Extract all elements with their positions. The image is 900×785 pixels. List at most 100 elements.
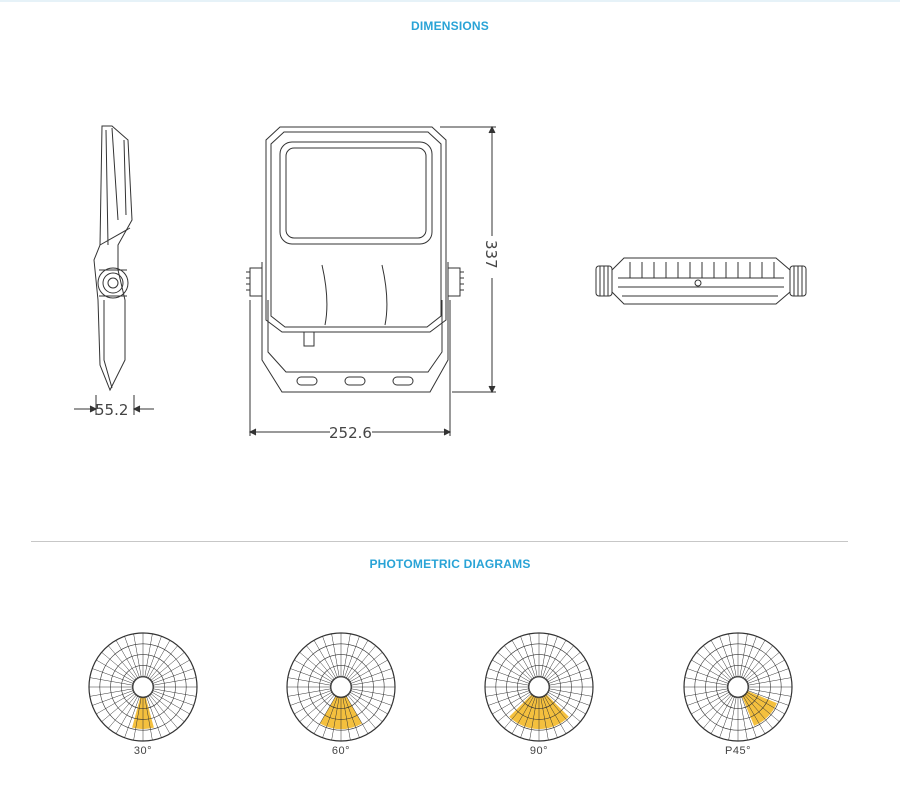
polar-spoke bbox=[350, 668, 392, 684]
polar-spoke bbox=[89, 677, 134, 686]
photometric-diagram-p45: P45° bbox=[678, 627, 798, 767]
polar-spoke bbox=[744, 645, 773, 680]
polar-center bbox=[727, 676, 749, 698]
polar-spoke bbox=[287, 688, 332, 697]
polar-plot bbox=[286, 632, 396, 742]
polar-spoke bbox=[746, 659, 785, 683]
polar-spoke bbox=[349, 691, 388, 715]
polar-spoke bbox=[294, 691, 333, 715]
polar-spoke bbox=[331, 633, 340, 678]
polar-spoke bbox=[485, 677, 530, 686]
polar-spoke bbox=[144, 633, 153, 678]
polar-spoke bbox=[747, 688, 792, 697]
polar-spoke bbox=[115, 640, 139, 679]
photometric-title: PHOTOMETRIC DIAGRAMS bbox=[369, 557, 531, 571]
polar-spoke bbox=[287, 677, 332, 686]
polar-spoke bbox=[747, 668, 789, 684]
polar-spoke bbox=[497, 693, 532, 722]
polar-spoke bbox=[294, 659, 333, 683]
polar-spoke bbox=[92, 690, 134, 706]
polar-spoke bbox=[696, 652, 731, 681]
side-view-drawing bbox=[93, 125, 133, 392]
polar-center bbox=[330, 676, 352, 698]
polar-center bbox=[132, 676, 154, 698]
polar-center bbox=[528, 676, 550, 698]
polar-spoke bbox=[124, 636, 140, 678]
photometric-diagram-60: 60° bbox=[281, 627, 401, 767]
polar-spoke bbox=[347, 694, 376, 729]
polar-spoke bbox=[511, 695, 535, 734]
top-view-drawing bbox=[595, 257, 807, 305]
polar-spoke bbox=[744, 694, 773, 729]
polar-spoke bbox=[542, 696, 558, 738]
polar-spoke bbox=[350, 688, 395, 697]
polar-spoke bbox=[739, 633, 748, 678]
polar-spoke bbox=[313, 640, 337, 679]
polar-plot bbox=[683, 632, 793, 742]
polar-spoke bbox=[342, 696, 351, 741]
photometric-label: P45° bbox=[725, 745, 751, 757]
polar-spoke bbox=[322, 636, 338, 678]
polar-spoke bbox=[152, 677, 197, 686]
polar-spoke bbox=[146, 696, 162, 738]
polar-plot bbox=[484, 632, 594, 742]
polar-spoke bbox=[703, 694, 732, 729]
polar-spoke bbox=[348, 652, 383, 681]
polar-spoke bbox=[96, 659, 135, 683]
polar-spoke bbox=[147, 640, 171, 679]
polar-spoke bbox=[290, 668, 332, 684]
polar-spoke bbox=[108, 694, 137, 729]
polar-spoke bbox=[548, 690, 590, 706]
polar-spoke bbox=[497, 652, 532, 681]
polar-spoke bbox=[520, 636, 536, 678]
polar-spoke bbox=[344, 696, 360, 738]
polar-spoke bbox=[703, 645, 732, 680]
polar-spoke bbox=[548, 677, 593, 686]
polar-spoke bbox=[739, 696, 748, 741]
polar-spoke bbox=[147, 695, 171, 734]
photometric-diagram-90: 90° bbox=[479, 627, 599, 767]
polar-spoke bbox=[89, 688, 134, 697]
polar-spoke bbox=[687, 668, 729, 684]
polar-spoke bbox=[741, 636, 757, 678]
polar-spoke bbox=[347, 645, 376, 680]
depth-value: 55.2 bbox=[95, 401, 128, 419]
polar-spoke bbox=[492, 659, 531, 683]
polar-spoke bbox=[115, 695, 139, 734]
polar-spoke bbox=[691, 659, 730, 683]
polar-spoke bbox=[150, 652, 185, 681]
polar-spoke bbox=[488, 690, 530, 706]
dimension-drawings: 55.2 252.6 337 bbox=[74, 125, 807, 442]
height-dimension bbox=[440, 125, 496, 394]
polar-spoke bbox=[545, 645, 574, 680]
polar-spoke bbox=[151, 691, 190, 715]
polar-spoke bbox=[747, 677, 792, 686]
polar-spoke bbox=[529, 696, 538, 741]
polar-spoke bbox=[747, 690, 789, 706]
polar-spoke bbox=[504, 645, 533, 680]
photometric-label: 90° bbox=[529, 745, 549, 757]
polar-spoke bbox=[540, 633, 549, 678]
polar-spoke bbox=[710, 695, 734, 734]
polar-spoke bbox=[146, 636, 162, 678]
polar-spoke bbox=[344, 636, 360, 678]
depth-dimension bbox=[74, 395, 154, 415]
polar-spoke bbox=[152, 690, 194, 706]
polar-spoke bbox=[710, 640, 734, 679]
polar-spoke bbox=[331, 696, 340, 741]
width-dimension bbox=[248, 300, 452, 436]
polar-spoke bbox=[691, 691, 730, 715]
photometric-label: 60° bbox=[331, 745, 351, 757]
polar-spoke bbox=[350, 690, 392, 706]
section-divider bbox=[31, 541, 848, 542]
polar-spoke bbox=[696, 693, 731, 722]
dimensions-title: DIMENSIONS bbox=[410, 19, 489, 33]
polar-spoke bbox=[299, 693, 334, 722]
polar-spoke bbox=[547, 691, 586, 715]
polar-spoke bbox=[545, 694, 574, 729]
polar-spoke bbox=[546, 693, 581, 722]
polar-spoke bbox=[151, 659, 190, 683]
polar-plot bbox=[88, 632, 198, 742]
front-view-drawing bbox=[246, 126, 464, 393]
polar-spoke bbox=[92, 668, 134, 684]
